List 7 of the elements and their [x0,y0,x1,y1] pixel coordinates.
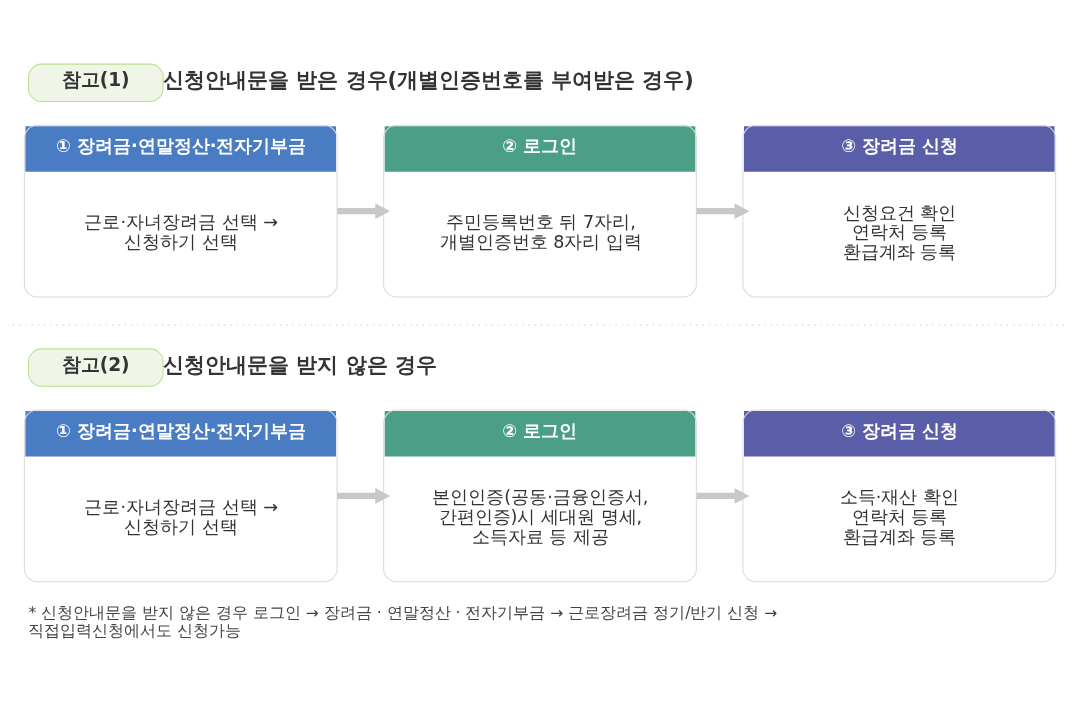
node-label: 신청안내문을 받지 않은 경우 [163,352,437,377]
arrow [337,488,391,504]
arrow [337,203,391,219]
node-label: 신청안내문을 받은 경우(개별인증번호를 부여받은 경우) [163,67,694,92]
arrow [696,488,750,504]
label: * 신청안내문을 받지 않은 경우 로그인 → 장려금 · 연말정산 · 전자기부금 → 근로장려금 정기/반기 신청 → 직접입력신청에서도 신청가능 [28,604,778,640]
arrow [696,203,750,219]
